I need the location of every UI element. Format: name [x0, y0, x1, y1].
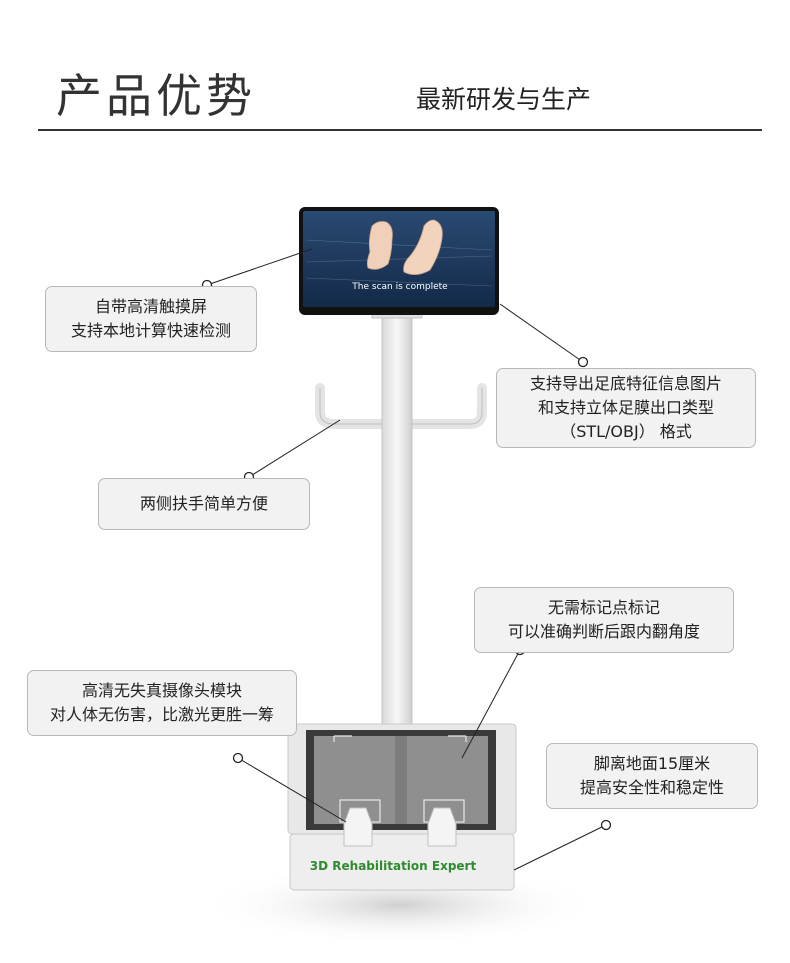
- callout-pin-height: [600, 819, 612, 831]
- screen-status-text: The scan is complete: [352, 282, 448, 292]
- callout-export: 支持导出足底特征信息图片 和支持立体足膜出口类型 （STL/OBJ） 格式: [496, 368, 756, 448]
- heel-stop-right: [427, 807, 457, 847]
- callout-no-markers: 无需标记点标记 可以准确判断后跟内翻角度: [474, 587, 734, 653]
- page-subtitle: 最新研发与生产: [416, 85, 592, 114]
- monitor-screen: [303, 211, 495, 307]
- heel-stop-left: [343, 807, 373, 847]
- page-title: 产品优势: [56, 69, 256, 123]
- support-pole: [381, 309, 413, 731]
- foot-model-right: [403, 219, 443, 275]
- callout-touchscreen: 自带高清触摸屏 支持本地计算快速检测: [45, 286, 257, 352]
- callout-camera: 高清无失真摄像头模块 对人体无伤害，比激光更胜一筹: [27, 670, 297, 736]
- brand-label: 3D Rehabilitation Expert: [309, 859, 477, 873]
- callout-height: 脚离地面15厘米 提高安全性和稳定性: [546, 743, 758, 809]
- callout-handrails: 两侧扶手简单方便: [98, 478, 310, 530]
- header-divider: [38, 129, 762, 131]
- callout-pin-camera: [232, 752, 244, 764]
- callout-pin-export: [577, 356, 589, 368]
- foot-model-left: [366, 221, 393, 270]
- base-front: [289, 833, 515, 891]
